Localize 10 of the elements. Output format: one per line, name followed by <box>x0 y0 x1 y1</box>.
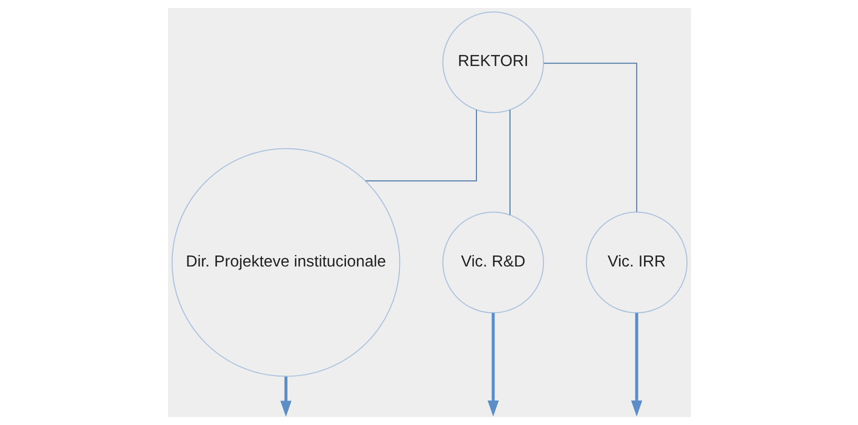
connector <box>542 62 637 212</box>
arrow <box>630 312 642 417</box>
node-circle: Vic. R&D <box>442 212 544 314</box>
connector <box>508 110 510 216</box>
arrow <box>487 312 498 417</box>
node-circle: REKTORI <box>442 12 544 114</box>
node-circle: Dir. Projekteve institucionale <box>171 148 400 377</box>
connector <box>364 109 476 182</box>
node-circle: Vic. IRR <box>585 212 688 314</box>
arrow <box>280 376 292 417</box>
